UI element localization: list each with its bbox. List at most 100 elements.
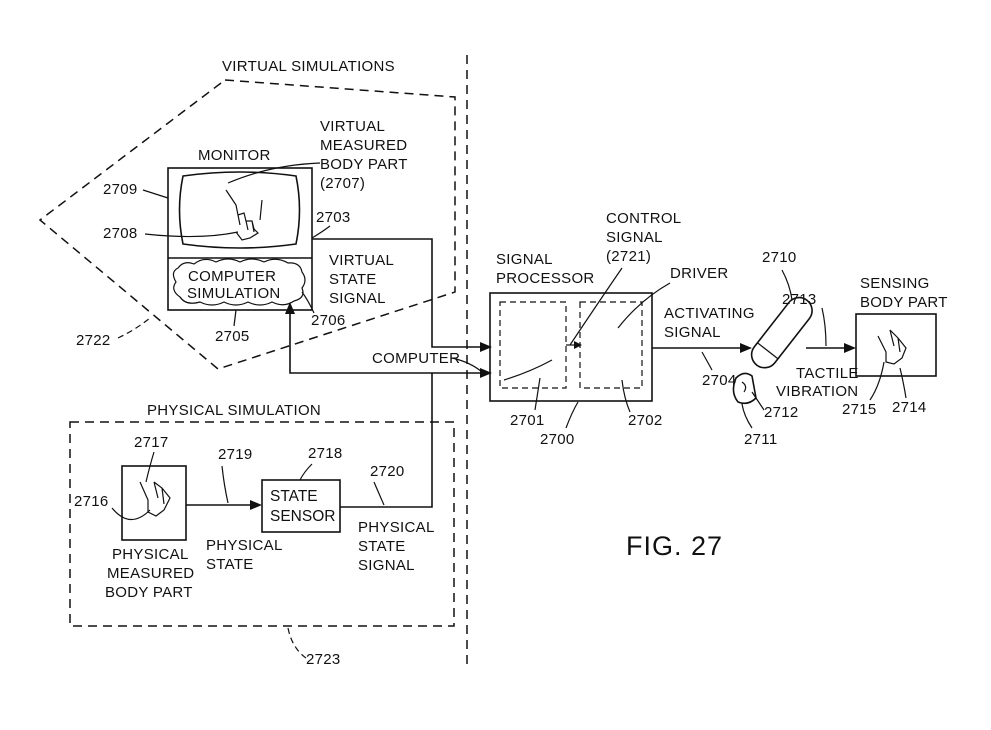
physical-body-part-line2: MEASURED xyxy=(107,565,194,582)
ref-2710: 2710 xyxy=(762,249,797,266)
computer-simulation-cloud xyxy=(172,258,306,306)
tactile-vibration-line1: TACTILE xyxy=(796,365,859,382)
tactile-vibration-line2: VIBRATION xyxy=(776,383,858,400)
contact-finger-nail xyxy=(741,381,747,393)
virtual-body-part-line4: (2707) xyxy=(320,175,365,192)
vibrator-actuator xyxy=(750,296,813,369)
leader-2719 xyxy=(221,465,229,504)
physical-state-line2: STATE xyxy=(206,556,254,573)
leader-2714 xyxy=(899,367,907,399)
ref-2708: 2708 xyxy=(103,225,138,242)
ref-2712: 2712 xyxy=(764,404,799,421)
computer-wire-arrow-up xyxy=(285,302,295,314)
virtual-hand-icon xyxy=(225,189,263,241)
ref-2720: 2720 xyxy=(370,463,405,480)
computer-wire xyxy=(289,312,482,374)
leader-2723 xyxy=(287,627,307,659)
computer-subunit-2701 xyxy=(499,301,567,389)
activating-signal-line2: SIGNAL xyxy=(664,324,721,341)
leader-computer xyxy=(451,357,483,373)
ref-2711: 2711 xyxy=(744,431,777,448)
ref-2706: 2706 xyxy=(311,312,346,329)
physical-hand-icon xyxy=(139,481,171,517)
leader-2708 xyxy=(144,231,239,238)
physical-state-signal-line2: STATE xyxy=(358,538,406,555)
signal-processor-line1: SIGNAL xyxy=(496,251,553,268)
virtual-body-part-line2: MEASURED xyxy=(320,137,407,154)
ref-2719: 2719 xyxy=(218,446,253,463)
ref-2723: 2723 xyxy=(306,651,341,668)
ref-2702: 2702 xyxy=(628,412,663,429)
virtual-state-signal-wire xyxy=(312,238,482,348)
ref-2713: 2713 xyxy=(782,291,817,308)
sensing-hand-icon xyxy=(877,329,907,365)
leader-driver xyxy=(617,282,671,329)
leader-2720 xyxy=(373,481,385,506)
signal-processor-line2: PROCESSOR xyxy=(496,270,595,287)
leader-2706 xyxy=(301,291,315,314)
physical-state-signal-line1: PHYSICAL xyxy=(358,519,435,536)
ref-2715: 2715 xyxy=(842,401,877,418)
ref-2709: 2709 xyxy=(103,181,138,198)
virtual-body-part-line1: VIRTUAL xyxy=(320,118,385,135)
leader-2716 xyxy=(111,507,151,521)
leader-2710 xyxy=(781,269,793,301)
monitor-screen xyxy=(178,171,301,249)
leader-2722 xyxy=(117,317,151,339)
physical-simulation-boundary xyxy=(69,421,455,627)
leader-2718 xyxy=(299,463,313,481)
sensing-body-part-line1: SENSING xyxy=(860,275,930,292)
ref-2700: 2700 xyxy=(540,431,575,448)
leader-2701 xyxy=(534,377,541,411)
leader-2717 xyxy=(145,451,155,483)
ref-2701: 2701 xyxy=(510,412,545,429)
ref-2722: 2722 xyxy=(76,332,111,349)
leader-2704 xyxy=(701,351,713,371)
virtual-state-signal-line1: VIRTUAL xyxy=(329,252,394,269)
activating-signal-arrow xyxy=(740,343,752,353)
state-sensor-line1: STATE xyxy=(270,488,318,505)
leader-computer-inner xyxy=(503,359,553,381)
control-signal-line3: (2721) xyxy=(606,248,651,265)
computer-simulation-line1: COMPUTER xyxy=(188,268,276,285)
physical-body-part-line3: BODY PART xyxy=(105,584,193,601)
leader-2711 xyxy=(741,403,753,429)
physical-simulation-title: PHYSICAL SIMULATION xyxy=(147,402,321,419)
physical-state-line1: PHYSICAL xyxy=(206,537,283,554)
virtual-body-part-line3: BODY PART xyxy=(320,156,408,173)
control-signal-line1: CONTROL xyxy=(606,210,681,227)
tactile-vibration-arrow xyxy=(844,343,856,353)
ref-2703: 2703 xyxy=(316,209,351,226)
sensing-body-part-box xyxy=(855,313,937,377)
physical-body-part-box xyxy=(121,465,187,541)
driver-subunit-2702 xyxy=(579,301,643,389)
virtual-simulations-title: VIRTUAL SIMULATIONS xyxy=(222,58,395,75)
control-signal-arrow xyxy=(574,341,582,349)
leader-2700 xyxy=(565,401,579,429)
leader-2721 xyxy=(569,267,623,346)
state-sensor-box xyxy=(261,479,341,533)
physical-state-signal-wire xyxy=(340,373,433,508)
driver-label: DRIVER xyxy=(670,265,728,282)
contact-finger-icon xyxy=(732,372,757,405)
physical-body-part-line1: PHYSICAL xyxy=(112,546,189,563)
leader-2712 xyxy=(751,391,765,411)
computer-simulation-line2: SIMULATION xyxy=(187,285,281,302)
virtual-state-signal-line3: SIGNAL xyxy=(329,290,386,307)
ref-2714: 2714 xyxy=(892,399,927,416)
virtual-state-signal-arrow xyxy=(480,342,492,352)
virtual-state-signal-line2: STATE xyxy=(329,271,377,288)
sensing-body-part-line2: BODY PART xyxy=(860,294,948,311)
physical-state-signal-line3: SIGNAL xyxy=(358,557,415,574)
leader-2702 xyxy=(621,379,631,413)
ref-2717: 2717 xyxy=(134,434,169,451)
computer-label: COMPUTER xyxy=(372,350,460,367)
leader-2705 xyxy=(233,309,237,327)
monitor-label: MONITOR xyxy=(198,147,271,164)
leader-2707 xyxy=(227,162,321,184)
ref-2716: 2716 xyxy=(74,493,109,510)
physical-state-arrow xyxy=(250,500,262,510)
control-signal-line2: SIGNAL xyxy=(606,229,663,246)
figure-caption: FIG. 27 xyxy=(626,531,723,561)
